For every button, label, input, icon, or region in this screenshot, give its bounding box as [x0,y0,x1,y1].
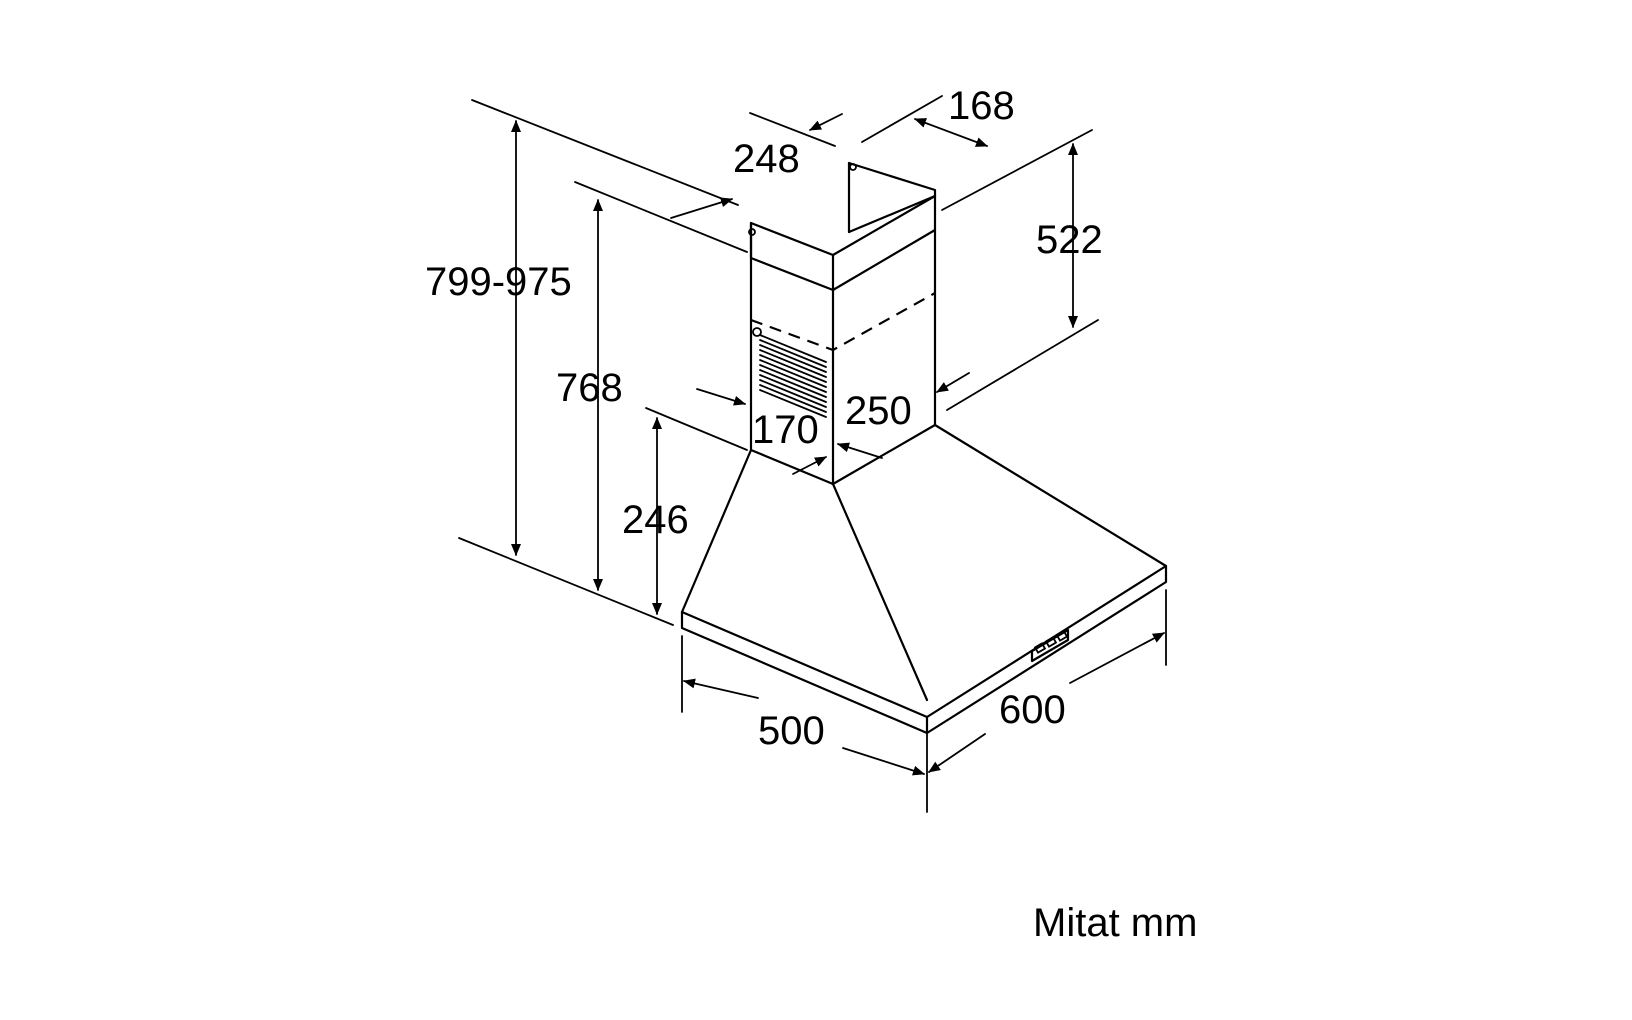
dim-246-label: 246 [622,498,689,542]
dimension-arrows [511,113,1165,776]
unit-note: Mitat mm [1033,901,1197,945]
dim-168-label: 168 [948,84,1015,128]
control-panel [1030,628,1070,663]
dim-500-label: 500 [758,709,825,753]
dim-799-975-label: 799-975 [425,260,572,304]
vent-grille [752,327,827,418]
dim-768-label: 768 [556,366,623,410]
dim-248-label: 248 [733,137,800,181]
dim-250-label: 250 [845,389,912,433]
dim-522-label: 522 [1036,218,1103,262]
hood-outline [680,161,1168,735]
dim-170-label: 170 [752,408,819,452]
extension-lines [458,95,1167,813]
dim-600-label: 600 [999,688,1066,732]
